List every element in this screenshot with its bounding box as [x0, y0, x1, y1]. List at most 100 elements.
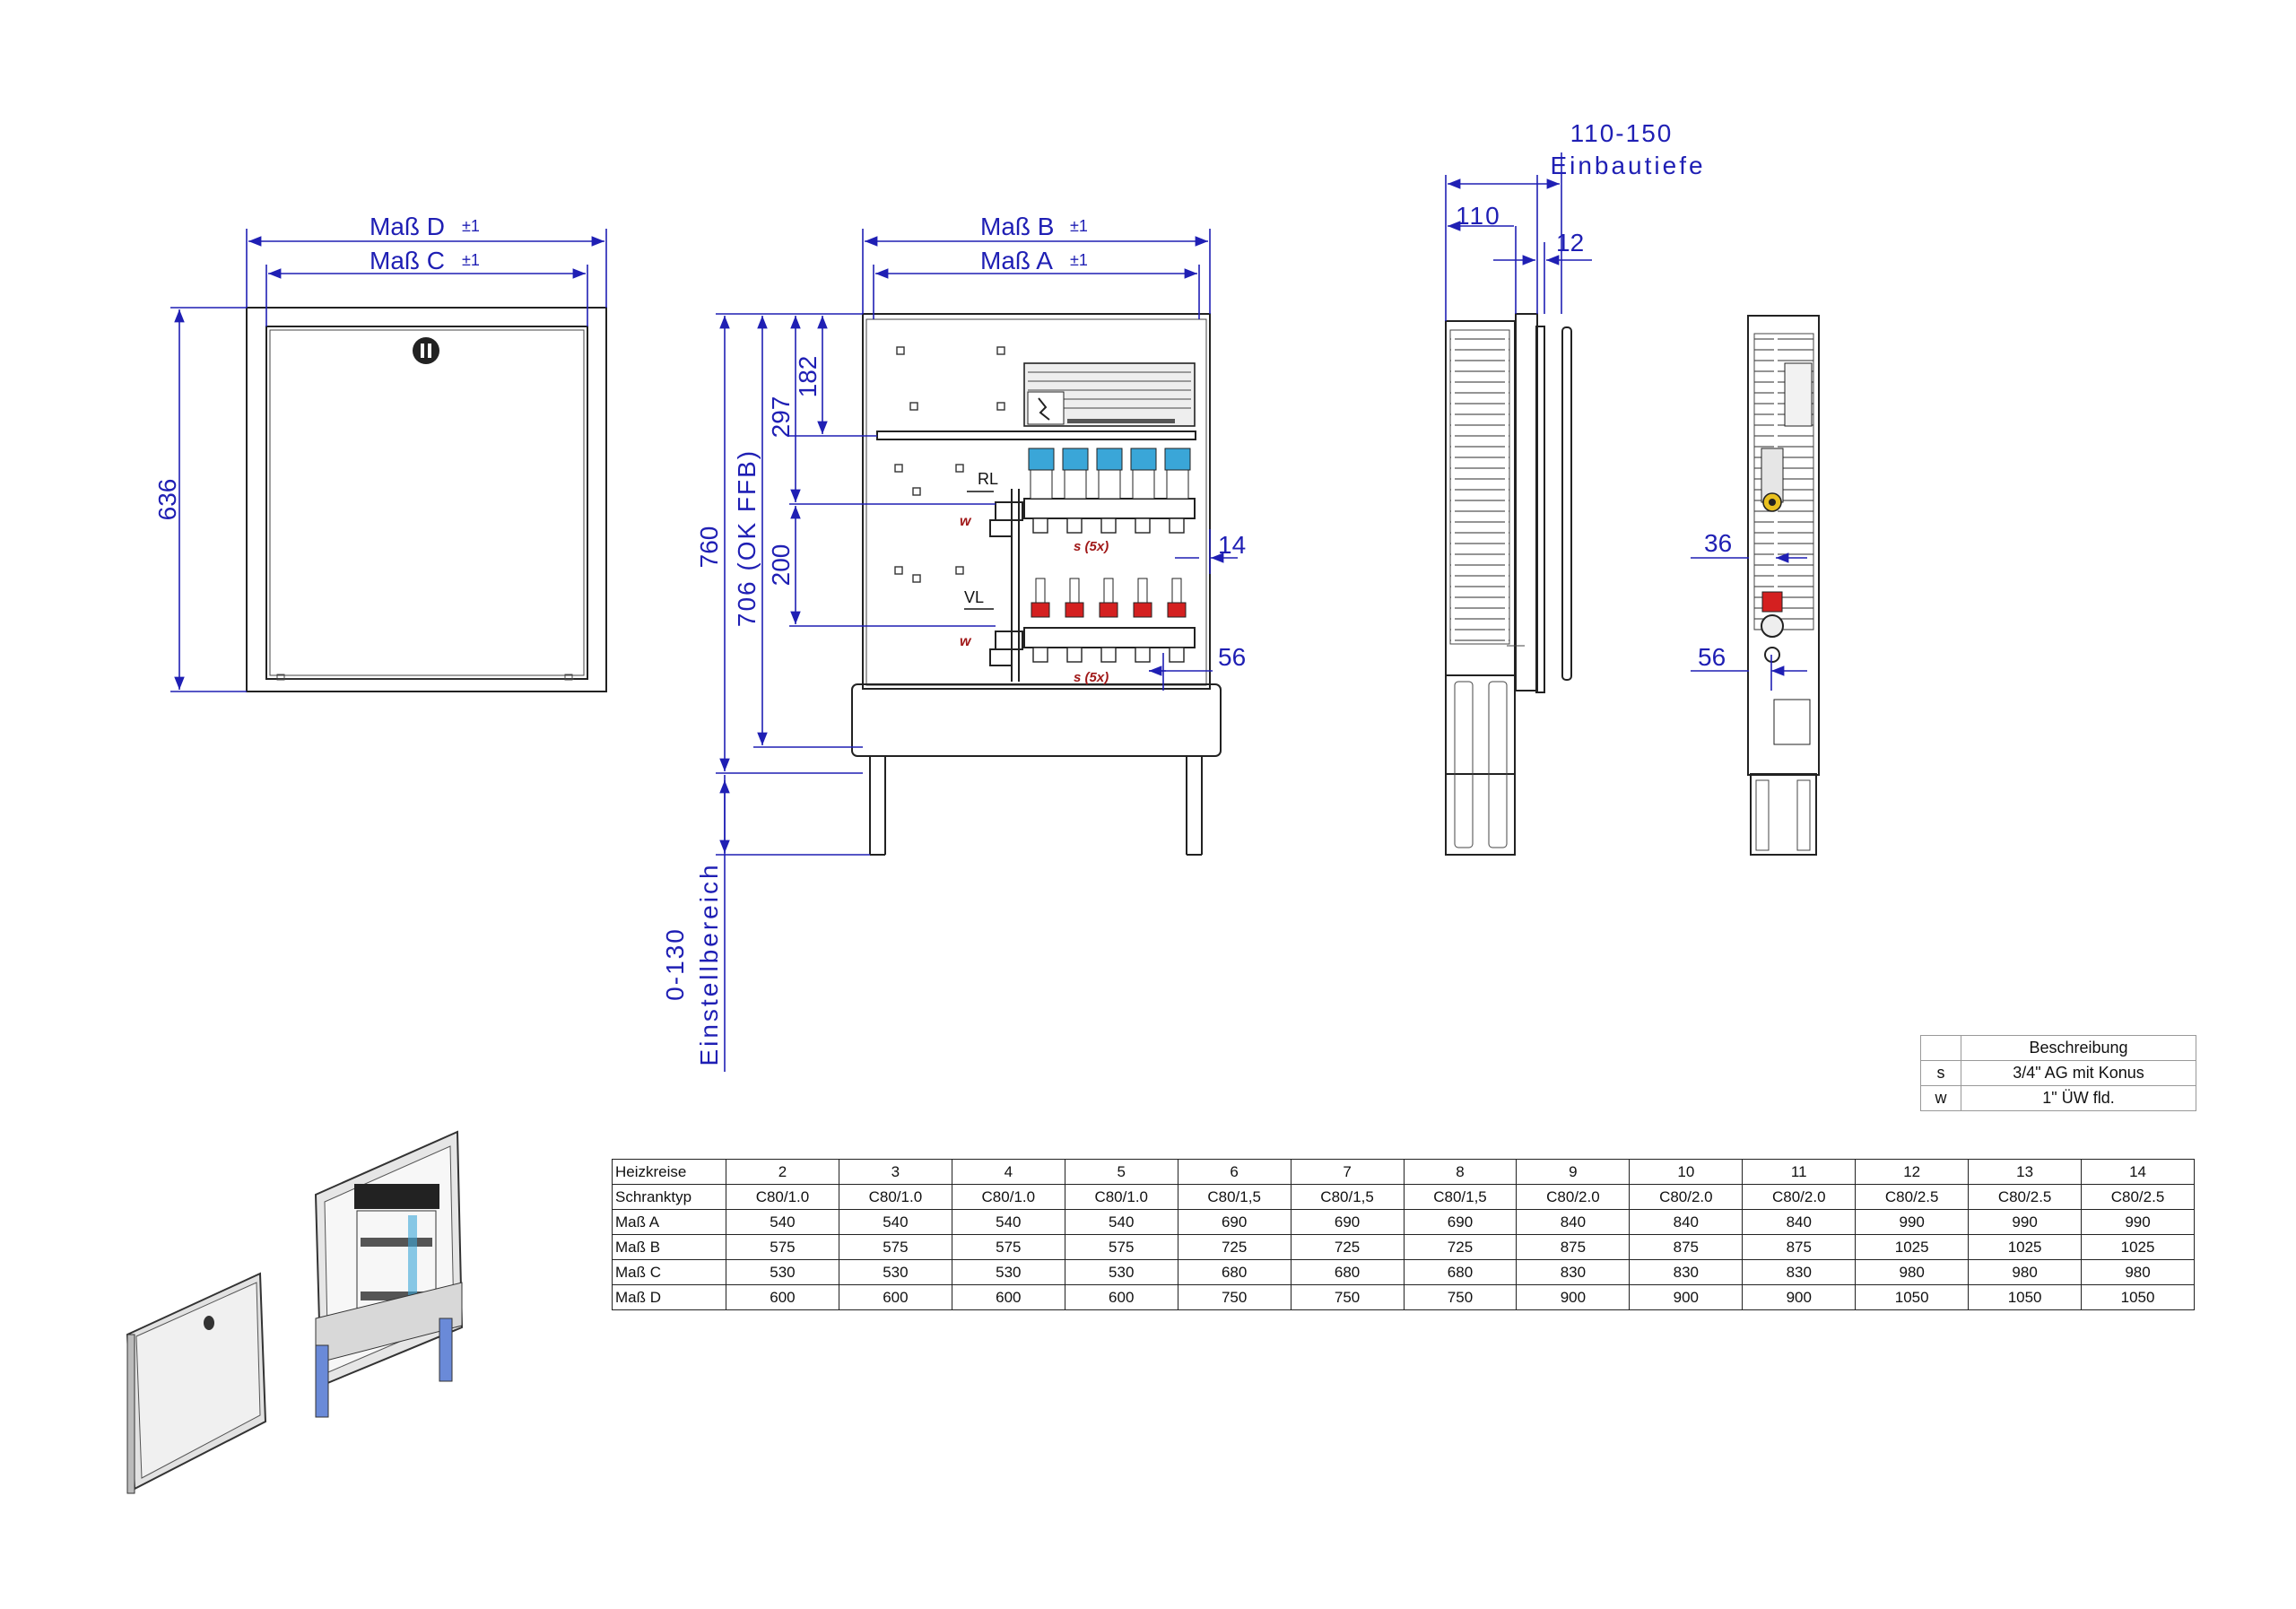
- table-cell: 725: [1290, 1234, 1405, 1260]
- table-cell: C80/2.0: [1629, 1184, 1744, 1210]
- vl-label: VL: [964, 588, 984, 606]
- table-cell: C80/1,5: [1290, 1184, 1405, 1210]
- table-cell: 725: [1403, 1234, 1518, 1260]
- flow-valve-caps: [1031, 578, 1187, 618]
- table-cell: 680: [1177, 1259, 1292, 1285]
- row-header: Schranktyp: [612, 1184, 726, 1210]
- table-cell: 1050: [1968, 1284, 2083, 1310]
- dim-12-label: 12: [1556, 229, 1584, 257]
- s-label-flow: s (5x): [1074, 670, 1109, 685]
- adjust-range-label: 0-130: [661, 927, 689, 1001]
- row-header: Maß D: [612, 1284, 726, 1310]
- row-header: Maß C: [612, 1259, 726, 1285]
- adjust-label: Einstellbereich: [695, 862, 723, 1065]
- table-cell: 2: [726, 1159, 839, 1185]
- front-view: Maß D ±1 Maß C ±1 636: [153, 213, 607, 692]
- row-header: Maß A: [612, 1209, 726, 1235]
- table-cell: C80/1,5: [1403, 1184, 1518, 1210]
- description-table: Beschreibung s 3/4" AG mit Konus w 1" ÜW…: [1920, 1035, 2196, 1111]
- depth-label: Einbautiefe: [1550, 152, 1705, 179]
- table-cell: 3: [838, 1159, 952, 1185]
- table-cell: C80/2.5: [2081, 1184, 2195, 1210]
- table-cell: 990: [1855, 1209, 1970, 1235]
- table-cell: 750: [1177, 1284, 1292, 1310]
- table-cell: 4: [951, 1159, 1065, 1185]
- w-label-flow: w: [960, 634, 972, 649]
- table-cell: C80/1,5: [1177, 1184, 1292, 1210]
- table-cell: 575: [951, 1234, 1065, 1260]
- row-header: Maß B: [612, 1234, 726, 1260]
- description-text: 1" ÜW fld.: [1961, 1085, 2196, 1111]
- table-cell: 1025: [1855, 1234, 1970, 1260]
- table-cell: 725: [1177, 1234, 1292, 1260]
- table-cell: 875: [1516, 1234, 1631, 1260]
- table-cell: 900: [1516, 1284, 1631, 1310]
- dim-36-label: 36: [1704, 529, 1732, 557]
- table-cell: 1025: [1968, 1234, 2083, 1260]
- table-cell: 1025: [2081, 1234, 2195, 1260]
- table-cell: 990: [1968, 1209, 2083, 1235]
- table-cell: 11: [1742, 1159, 1857, 1185]
- dim-d-tolerance: ±1: [462, 217, 480, 235]
- dim-a-tolerance: ±1: [1070, 251, 1088, 269]
- rl-label: RL: [978, 470, 998, 488]
- table-cell: 540: [726, 1209, 839, 1235]
- table-cell: 540: [1064, 1209, 1178, 1235]
- table-cell: 830: [1629, 1259, 1744, 1285]
- table-cell: 830: [1742, 1259, 1857, 1285]
- return-valve-actuators: [1028, 448, 1191, 500]
- table-cell: 575: [726, 1234, 839, 1260]
- dim-c-label: Maß C: [370, 247, 445, 274]
- dim-b-label: Maß B: [980, 213, 1054, 240]
- table-cell: 900: [1742, 1284, 1857, 1310]
- table-cell: C80/2.0: [1742, 1184, 1857, 1210]
- table-cell: 10: [1629, 1159, 1744, 1185]
- table-cell: 680: [1290, 1259, 1405, 1285]
- table-cell: 9: [1516, 1159, 1631, 1185]
- description-code: w: [1920, 1085, 1961, 1111]
- description-corner: [1920, 1035, 1961, 1061]
- interior-view: RL VL w w s (5x) s (5x) Maß B ±1 Maß A ±…: [661, 213, 1246, 1072]
- table-row: s 3/4" AG mit Konus: [1920, 1060, 2196, 1086]
- table-cell: 690: [1177, 1209, 1292, 1235]
- dim-200-label: 200: [767, 544, 795, 587]
- table-cell: C80/1.0: [838, 1184, 952, 1210]
- table-cell: 530: [951, 1259, 1065, 1285]
- table-cell: 980: [1855, 1259, 1970, 1285]
- table-cell: C80/1.0: [951, 1184, 1065, 1210]
- dim-636-label: 636: [153, 479, 181, 521]
- dim-c-tolerance: ±1: [462, 251, 480, 269]
- dim-297-label: 297: [767, 396, 795, 439]
- table-cell: 680: [1403, 1259, 1518, 1285]
- table-cell: 540: [838, 1209, 952, 1235]
- table-cell: 840: [1516, 1209, 1631, 1235]
- dim-182-label: 182: [794, 356, 822, 398]
- dim-14-label: 14: [1218, 531, 1246, 559]
- w-label-return: w: [960, 514, 972, 529]
- dim-56-label: 56: [1218, 643, 1246, 671]
- table-cell: 600: [726, 1284, 839, 1310]
- table-cell: 840: [1742, 1209, 1857, 1235]
- door-lock-icon: [413, 337, 439, 364]
- isometric-cabinet: [126, 1130, 464, 1494]
- table-cell: C80/2.5: [1855, 1184, 1970, 1210]
- dim-706-label: 706 (OK FFB): [733, 449, 761, 627]
- table-row: w 1" ÜW fld.: [1920, 1085, 2196, 1111]
- table-cell: 5: [1064, 1159, 1178, 1185]
- table-cell: C80/2.5: [1968, 1184, 2083, 1210]
- table-cell: 990: [2081, 1209, 2195, 1235]
- dim-d-label: Maß D: [370, 213, 445, 240]
- table-cell: 1050: [2081, 1284, 2195, 1310]
- dim-b-tolerance: ±1: [1070, 217, 1088, 235]
- table-cell: 14: [2081, 1159, 2195, 1185]
- s-label-return: s (5x): [1074, 539, 1109, 554]
- table-cell: 540: [951, 1209, 1065, 1235]
- table-cell: 830: [1516, 1259, 1631, 1285]
- dim-56-section-label: 56: [1698, 643, 1726, 671]
